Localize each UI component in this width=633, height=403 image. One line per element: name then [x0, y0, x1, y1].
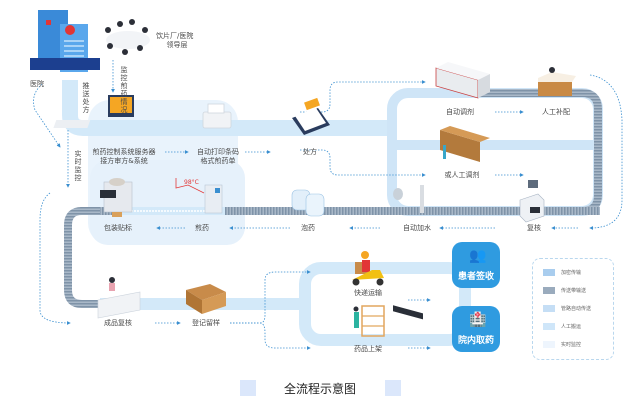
legend-swatch [543, 304, 555, 312]
label-leadership-2: 领导层 [166, 41, 188, 49]
legend-swatch [543, 268, 555, 276]
register-box-icon [186, 284, 226, 314]
legend-item: 管路自动传送 [543, 303, 591, 313]
pharmacy-counter-icon: 🏥 [469, 312, 487, 328]
label-server-2: 接方审方&系统 [100, 157, 148, 165]
label-express: 快递运输 [354, 289, 382, 297]
legend-item: 传送带输送 [543, 285, 586, 295]
legend-label: 加密传输 [561, 269, 582, 276]
decoct-machine-icon [175, 178, 223, 214]
auto-water-machine-icon [393, 185, 424, 320]
figure-caption: 全流程示意图 [0, 376, 633, 398]
label-manual-supplement: 人工补配 [542, 108, 570, 116]
shelving-icon [353, 305, 385, 337]
package-label-machine-icon [100, 178, 133, 217]
label-shelving: 药品上架 [354, 345, 382, 353]
label-decoct: 煎药 [195, 224, 209, 232]
caption-decor-left [240, 380, 256, 396]
conveyor-left [64, 207, 100, 308]
legend: 加密传输 传送带输送 管路自动传送 人工搬运 实时监控 [532, 258, 614, 360]
legend-swatch [543, 340, 555, 348]
label-prescription: 处方 [303, 148, 317, 156]
label-hospital: 医院 [30, 80, 44, 88]
decoct-panel [90, 160, 245, 245]
product-check-desk-icon [97, 277, 141, 319]
hospital-pickup-box: 🏥 院内取药 [452, 306, 500, 352]
people-handover-icon: 👥 [469, 248, 487, 264]
prescription-document-icon [292, 97, 330, 135]
legend-item: 加密传输 [543, 267, 581, 277]
label-patient-receive: 患者签收 [457, 272, 494, 282]
caption-title: 全流程示意图 [283, 382, 356, 396]
legend-item: 实时监控 [543, 339, 581, 349]
label-product-check: 成品复核 [104, 319, 132, 327]
label-temperature: 98°C [184, 179, 199, 186]
label-monitor-decoct: 监控煎药情况 [120, 66, 128, 114]
patient-receive-box: 👥 患者签收 [452, 242, 500, 288]
legend-label: 人工搬运 [561, 323, 582, 330]
soak-bucket-icon [291, 189, 325, 217]
label-register: 登记留样 [192, 319, 220, 327]
flow-arrows [33, 60, 623, 350]
label-printer-1: 自动打印条码 [197, 148, 239, 156]
caption-decor-right [385, 380, 401, 396]
legend-label: 管路自动传送 [561, 305, 592, 312]
label-package: 包装贴标 [104, 224, 132, 232]
label-send-prescription: 推送处方 [82, 82, 90, 114]
label-hospital-pickup: 院内取药 [457, 336, 494, 346]
legend-label: 传送带输送 [561, 287, 587, 294]
legend-swatch [543, 286, 555, 294]
label-auto-water: 自动加水 [403, 224, 431, 232]
leadership-meeting-icon [105, 19, 150, 55]
express-scooter-icon [352, 251, 384, 286]
printer-icon [202, 103, 232, 129]
auto-dispense-machine-icon [435, 62, 490, 99]
label-recheck: 复核 [527, 224, 541, 232]
manual-supplement-desk-icon [538, 67, 576, 96]
label-realtime-monitor: 实时监控 [74, 150, 82, 182]
label-printer-2: 格式煎药单 [200, 157, 236, 165]
legend-item: 人工搬运 [543, 321, 581, 331]
recheck-machine-icon [519, 180, 545, 223]
legend-label: 实时监控 [561, 341, 582, 348]
legend-swatch [543, 322, 555, 330]
hospital-building-icon [30, 10, 100, 72]
label-soak: 泡药 [301, 224, 315, 232]
label-leadership-1: 饮片厂/医院 [156, 32, 194, 40]
medicine-cabinet-icon [440, 126, 490, 162]
pipe-loop-lower [299, 262, 471, 346]
label-manual-dispense: 或人工调剂 [444, 171, 480, 179]
label-server-1: 煎药控制系统服务器 [92, 148, 156, 156]
computer-icon [53, 95, 134, 128]
label-auto-dispense: 自动调剂 [446, 108, 474, 116]
